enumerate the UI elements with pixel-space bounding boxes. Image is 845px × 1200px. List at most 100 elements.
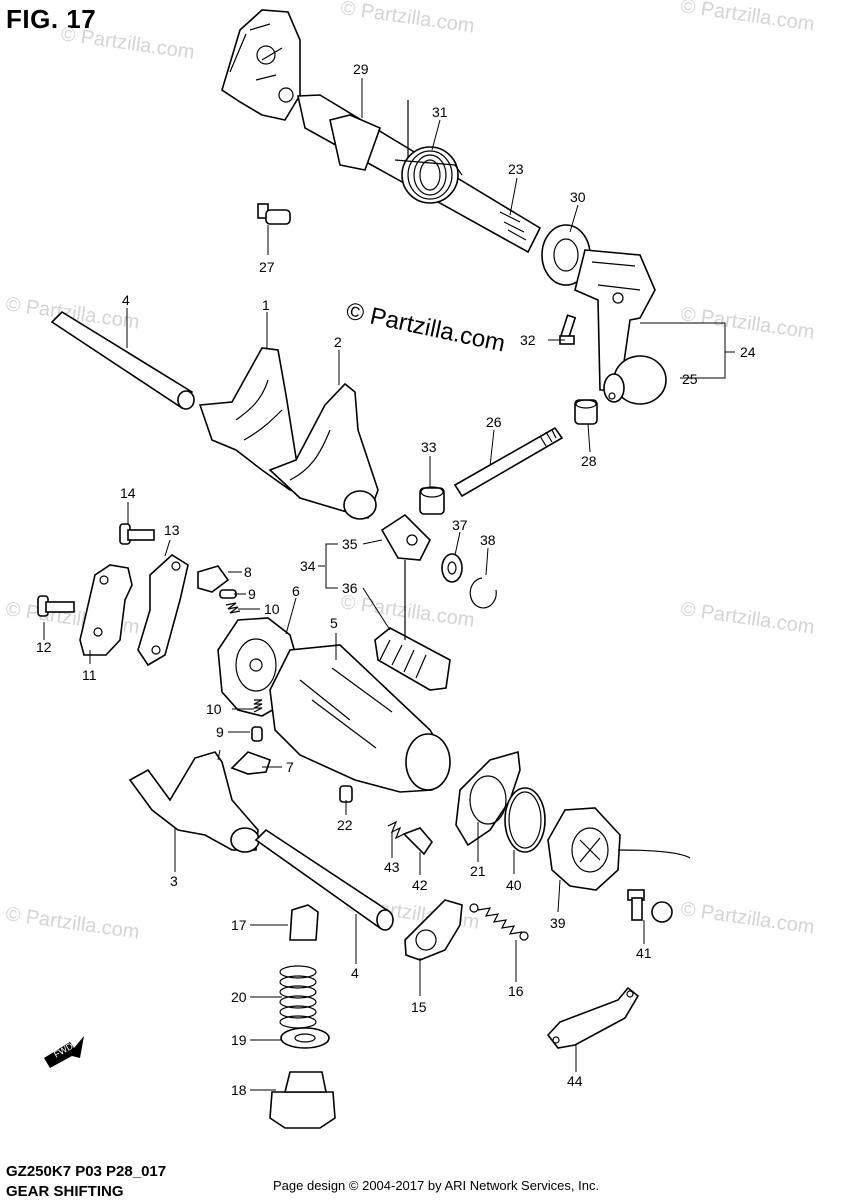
callout-28: 28 (581, 453, 597, 469)
callout-37: 37 (452, 517, 468, 533)
callout-16: 16 (508, 983, 524, 999)
part-2-shift-fork (268, 382, 379, 520)
part-16-spring (469, 903, 529, 941)
callout-4: 4 (122, 292, 130, 308)
callout-23: 23 (508, 161, 524, 177)
part-10-spring-lower (253, 699, 263, 713)
watermarks: © Partzilla.com © Partzilla.com © Partzi… (4, 0, 816, 944)
callout-40: 40 (506, 877, 522, 893)
model-code: GZ250K7 P03 P28_017 (6, 1163, 167, 1180)
callout-33: 33 (421, 439, 437, 455)
fwd-arrow-icon: FWD (44, 1036, 84, 1068)
callout-6: 6 (292, 583, 300, 599)
callout-22: 22 (337, 817, 353, 833)
callout-20: 20 (231, 989, 247, 1005)
part-43-spring (387, 820, 405, 840)
part-33-collar (419, 486, 445, 515)
part-36-plunger (374, 560, 451, 691)
part-20-spring (279, 965, 317, 1029)
callout-numbers: 29 31 23 30 27 4 1 2 32 24 25 26 28 33 1… (36, 61, 756, 1098)
callout-9: 9 (248, 586, 256, 602)
callout-41: 41 (636, 945, 652, 961)
callout-35: 35 (342, 536, 358, 552)
callout-19: 19 (231, 1032, 247, 1048)
callout-39: 39 (550, 915, 566, 931)
part-35-stopper (380, 513, 431, 561)
part-12-screw (37, 595, 75, 617)
part-14-screw (119, 523, 155, 545)
part-8-pawl (197, 565, 230, 593)
callout-26: 26 (486, 414, 502, 430)
callout-24: 24 (740, 344, 756, 360)
callout-13: 13 (164, 522, 180, 538)
part-44-bracket (546, 986, 640, 1049)
section-title: GEAR SHIFTING (6, 1183, 124, 1197)
callout-8: 8 (244, 564, 252, 580)
callout-3: 3 (170, 873, 178, 889)
part-41-bolt (627, 889, 673, 923)
callout-15: 15 (411, 999, 427, 1015)
callout-25: 25 (682, 371, 698, 387)
callout-32: 32 (520, 332, 536, 348)
callout-5: 5 (330, 615, 338, 631)
watermark: © Partzilla.com (679, 598, 816, 639)
callout-4: 4 (351, 965, 359, 981)
watermark: © Partzilla.com (679, 898, 816, 939)
part-37-washer (441, 553, 463, 583)
callout-44: 44 (567, 1073, 583, 1089)
callout-34: 34 (300, 558, 316, 574)
leader-lines (43, 78, 735, 1091)
callout-42: 42 (412, 877, 428, 893)
callout-10: 10 (264, 601, 280, 617)
watermark: © Partzilla.com (59, 23, 196, 64)
figure-title: FIG. 17 (6, 4, 97, 34)
part-24-shift-lever (574, 249, 656, 391)
callout-1: 1 (262, 297, 270, 313)
callout-43: 43 (384, 859, 400, 875)
callout-10: 10 (206, 701, 222, 717)
callout-21: 21 (470, 863, 486, 879)
callout-7: 7 (286, 759, 294, 775)
part-4-fork-shaft-lower (254, 828, 394, 931)
callout-17: 17 (231, 917, 247, 933)
part-9-pin-lower (251, 726, 263, 742)
part-13-plate (137, 554, 189, 667)
part-22-pin (339, 785, 353, 803)
callout-12: 12 (36, 639, 52, 655)
callout-30: 30 (570, 189, 586, 205)
watermark: © Partzilla.com (339, 591, 476, 632)
part-27-pin (257, 203, 291, 225)
part-9-pin-upper (219, 589, 237, 599)
part-40-oring (504, 787, 546, 853)
part-11-plate (79, 564, 133, 656)
part-39-gear-position-switch (547, 807, 691, 891)
part-38-circlip (469, 577, 497, 609)
part-17-cap (289, 904, 319, 941)
callout-29: 29 (353, 61, 369, 77)
part-31-return-spring (394, 100, 463, 204)
part-18-plug (269, 1071, 336, 1129)
callout-11: 11 (82, 667, 97, 683)
part-25-roller (603, 355, 667, 405)
part-10-spring-upper (225, 602, 241, 614)
watermark: © Partzilla.com (4, 903, 141, 944)
callout-18: 18 (231, 1082, 247, 1098)
page-copyright: Page design © 2004-2017 by ARI Network S… (273, 1178, 600, 1193)
part-5-shift-cam (269, 644, 451, 793)
callout-14: 14 (120, 485, 136, 501)
part-4-fork-shaft-upper (50, 310, 195, 410)
callout-38: 38 (480, 532, 496, 548)
part-7-pawl-lower (230, 751, 272, 775)
watermark: © Partzilla.com (679, 0, 816, 36)
part-19-washer (280, 1027, 330, 1049)
callout-31: 31 (432, 104, 448, 120)
callout-36: 36 (342, 580, 358, 596)
part-3-shift-fork (128, 751, 260, 853)
watermark: © Partzilla.com (339, 0, 476, 38)
part-42-plunger (402, 827, 434, 856)
center-watermark: © Partzilla.com (344, 297, 508, 357)
callout-27: 27 (259, 259, 275, 275)
part-26-shaft (453, 426, 564, 498)
callout-9: 9 (216, 724, 224, 740)
